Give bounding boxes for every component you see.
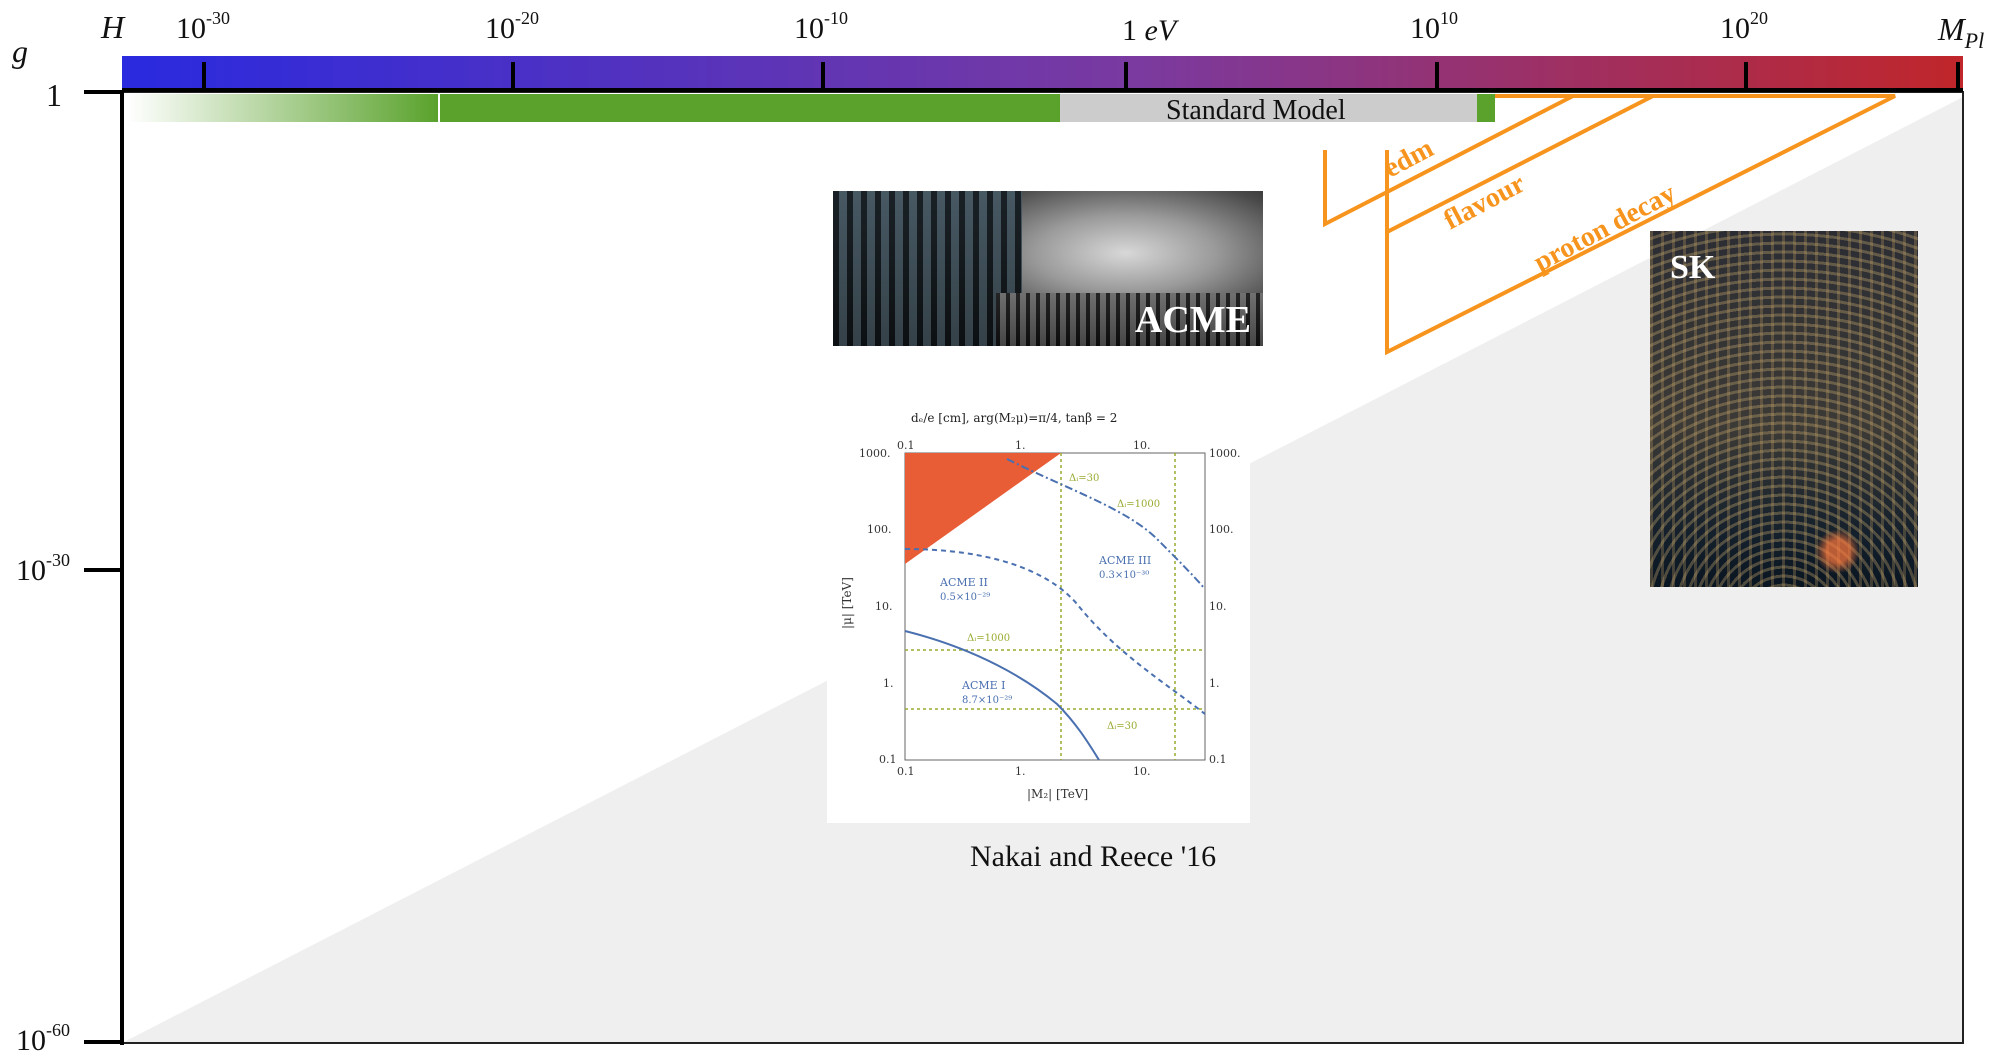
inset-y-tick-right: 1000. <box>1209 447 1241 460</box>
inset-x-tick: 10. <box>1133 765 1151 778</box>
left-tick-label: 10-30 <box>16 550 70 587</box>
inset-x-tick-top: 10. <box>1133 439 1151 452</box>
proton-decay-triangle <box>1385 94 1896 356</box>
inset-y-tick-right: 0.1 <box>1209 753 1227 766</box>
inset-x-tick-top: 1. <box>1015 439 1026 452</box>
acme-iii-label: ACME III <box>1098 554 1151 567</box>
inset-x-tick: 0.1 <box>897 765 915 778</box>
top-tick-label: 10-10 <box>794 8 848 45</box>
inset-plot: dₑ/e [cm], arg(M₂μ)=π/4, tanβ = 2 0.1 1.… <box>827 399 1250 823</box>
delta-label: Δᵢ=30 <box>1107 721 1137 732</box>
inset-x-label: |M₂| [TeV] <box>1027 787 1088 801</box>
inset-y-tick: 10. <box>875 600 893 613</box>
inset-delta-lines <box>905 453 1205 760</box>
top-tick-label: 1020 <box>1720 8 1768 45</box>
delta-label: Δᵢ=1000 <box>1117 499 1160 510</box>
flavour-label: flavour <box>1439 168 1530 236</box>
inset-y-label: |μ| [TeV] <box>840 577 854 629</box>
top-tick-label: 1010 <box>1410 8 1458 45</box>
acme-ii-curve <box>904 548 1206 715</box>
inset-plot-svg: dₑ/e [cm], arg(M₂μ)=π/4, tanβ = 2 0.1 1.… <box>840 411 1241 801</box>
acme-iii-curve <box>1006 458 1206 590</box>
inset-plot-title: dₑ/e [cm], arg(M₂μ)=π/4, tanβ = 2 <box>911 411 1117 425</box>
inset-y-tick: 0.1 <box>879 753 897 766</box>
y-axis-symbol: g <box>12 33 28 69</box>
x-right-label: MPl <box>1937 11 1984 53</box>
inset-y-tick-right: 100. <box>1209 523 1234 536</box>
inset-x-tick: 1. <box>1015 765 1026 778</box>
acme-i-curve <box>904 630 1100 761</box>
delta-label: Δᵢ=1000 <box>967 633 1010 644</box>
top-tick-label: 10-30 <box>176 8 230 45</box>
acme-label: ACME <box>1134 299 1251 341</box>
inset-y-tick: 100. <box>867 523 892 536</box>
green-fade-band <box>128 94 438 122</box>
left-tick-label: 10-60 <box>16 1020 70 1057</box>
inset-excluded-region <box>905 453 1061 564</box>
edm-triangle <box>1323 94 1574 228</box>
citation-label: Nakai and Reece '16 <box>970 840 1216 873</box>
inset-y-tick: 1000. <box>859 447 891 460</box>
sk-label: SK <box>1670 249 1716 286</box>
acme-optics-table <box>996 293 1263 346</box>
super-kamiokande-photo: SK <box>1650 231 1918 587</box>
constraint-triangles <box>1323 94 1896 356</box>
acme-experiment-photo: ACME <box>833 191 1263 346</box>
inset-y-tick-right: 10. <box>1209 600 1227 613</box>
standard-model-band <box>1060 94 1477 122</box>
inset-x-tick-top: 0.1 <box>897 439 915 452</box>
left-tick-label: 1 <box>46 77 62 113</box>
acme-i-value: 8.7×10⁻²⁹ <box>962 695 1012 706</box>
x-left-label: H <box>100 9 126 45</box>
top-tick-marks <box>202 62 1960 92</box>
energy-scale-bar <box>122 56 1963 88</box>
left-tick-marks <box>84 90 122 1044</box>
standard-model-label: Standard Model <box>1166 95 1346 126</box>
acme-apparatus <box>833 191 1023 346</box>
top-tick-label: 10-20 <box>485 8 539 45</box>
green-band-right <box>1477 94 1495 122</box>
acme-ii-label: ACME II <box>939 576 988 589</box>
acme-iii-value: 0.3×10⁻³⁰ <box>1099 570 1149 581</box>
green-band <box>440 94 1060 122</box>
inset-y-tick: 1. <box>883 677 894 690</box>
acme-ii-value: 0.5×10⁻²⁹ <box>940 592 990 603</box>
top-tick-label: 1 eV <box>1122 14 1180 47</box>
delta-label: Δᵢ=30 <box>1069 473 1099 484</box>
acme-i-label: ACME I <box>961 679 1006 692</box>
inset-y-tick-right: 1. <box>1209 677 1220 690</box>
flavour-triangle <box>1385 94 1654 236</box>
